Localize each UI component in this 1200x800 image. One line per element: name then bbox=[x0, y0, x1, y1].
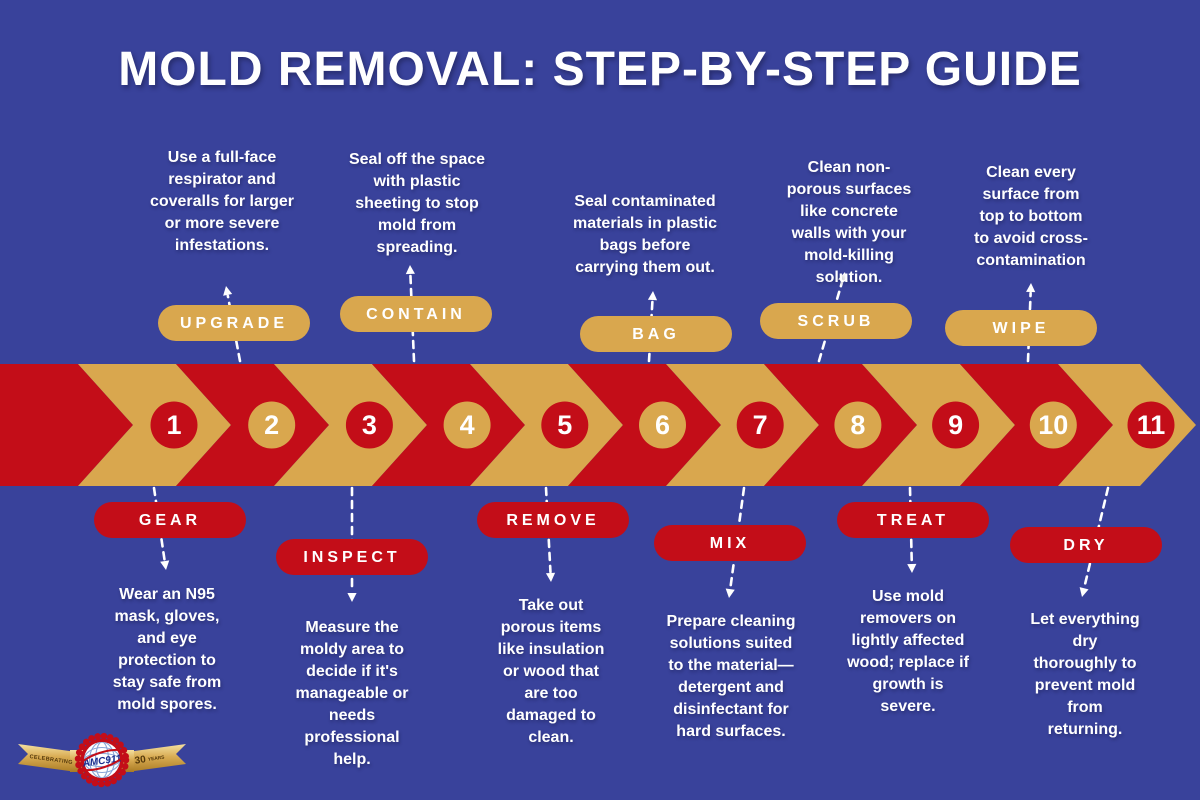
step-pill-label: GEAR bbox=[138, 512, 202, 529]
logo-ribbon-right bbox=[120, 744, 186, 773]
step-number-text: 9 bbox=[948, 410, 963, 440]
step-description-10: Clean every surface from top to bottom t… bbox=[974, 164, 1088, 269]
logo-30-text: 30 bbox=[134, 754, 147, 767]
step-number-text: 11 bbox=[1137, 410, 1166, 440]
arrowhead-icon bbox=[647, 291, 658, 301]
arrowhead-icon bbox=[1079, 587, 1089, 597]
step-description-8: Clean non-porous surfaces like concrete … bbox=[786, 159, 912, 286]
step-pill-wipe: WIPE bbox=[945, 310, 1097, 346]
step-number-text: 2 bbox=[264, 410, 279, 440]
brand-logo: CELEBRATING 30 YEARS AMC911 bbox=[14, 724, 190, 792]
step-pill-dry: DRY bbox=[1010, 527, 1162, 563]
logo-ribbon-left bbox=[18, 744, 84, 773]
step-pill-label: WIPE bbox=[992, 320, 1050, 337]
step-pill-upgrade: UPGRADE bbox=[158, 305, 310, 341]
arrowhead-icon bbox=[725, 588, 735, 598]
step-description-3: Measure the moldy area to decide if it's… bbox=[295, 619, 409, 768]
step-pill-label: REMOVE bbox=[506, 512, 600, 529]
arrowhead-icon bbox=[545, 572, 556, 582]
step-pill-scrub: SCRUB bbox=[760, 303, 912, 339]
step-number-badge-8 bbox=[834, 401, 882, 449]
step-pill-remove: REMOVE bbox=[477, 502, 629, 538]
arrowhead-icon bbox=[405, 265, 415, 275]
brand-logo-graphic: CELEBRATING 30 YEARS AMC911 bbox=[18, 732, 186, 788]
arrowhead-icon bbox=[1026, 283, 1036, 293]
logo-globe-lines bbox=[84, 742, 120, 778]
arrowhead-icon bbox=[160, 560, 170, 570]
step-description-7: Prepare cleaning solutions suited to the… bbox=[666, 613, 796, 740]
step-number-text: 10 bbox=[1038, 410, 1068, 440]
logo-years-group: 30 YEARS bbox=[134, 754, 166, 767]
step-pill-mix: MIX bbox=[654, 525, 806, 561]
step-number-badge-1 bbox=[150, 401, 198, 449]
step-number-text: 1 bbox=[166, 410, 181, 440]
step-pill-bag: BAG bbox=[580, 316, 732, 352]
logo-rosette-edge bbox=[74, 732, 130, 788]
step-number-badge-9 bbox=[932, 401, 980, 449]
logo-years-text: YEARS bbox=[148, 754, 166, 762]
step-number-badge-2 bbox=[248, 401, 296, 449]
page-title: MOLD REMOVAL: STEP-BY-STEP GUIDE bbox=[118, 43, 1082, 96]
step-number-text: 3 bbox=[362, 410, 377, 440]
chevron-shape-11 bbox=[1058, 364, 1196, 486]
step-pill-inspect: INSPECT bbox=[276, 539, 428, 575]
step-description-11: Let everything dry thoroughly to prevent… bbox=[1030, 611, 1140, 738]
step-number-text: 5 bbox=[557, 410, 572, 440]
step-number-badge-5 bbox=[541, 401, 589, 449]
step-pill-gear: GEAR bbox=[94, 502, 246, 538]
step-description-9: Use mold removers on lightly affected wo… bbox=[847, 588, 969, 715]
step-description-6: Seal contaminated materials in plastic b… bbox=[572, 193, 718, 276]
step-number-text: 6 bbox=[655, 410, 670, 440]
step-number-text: 4 bbox=[460, 410, 475, 440]
step-pill-label: SCRUB bbox=[797, 313, 875, 330]
step-pill-label: CONTAIN bbox=[366, 306, 466, 323]
step-number-badge-10 bbox=[1029, 401, 1077, 449]
step-number-badge-4 bbox=[443, 401, 491, 449]
step-number-badge-3 bbox=[345, 401, 393, 449]
step-number-badge-6 bbox=[639, 401, 686, 449]
step-pill-label: MIX bbox=[709, 535, 751, 552]
step-pill-label: INSPECT bbox=[303, 549, 401, 566]
arrowhead-icon bbox=[907, 563, 917, 573]
step-description-4: Seal off the space with plastic sheeting… bbox=[348, 151, 486, 256]
logo-orbit-swoosh bbox=[78, 748, 126, 772]
step-description-2: Use a full-face respirator and coveralls… bbox=[149, 149, 295, 254]
step-number-badge-11 bbox=[1127, 401, 1175, 449]
step-pill-contain: CONTAIN bbox=[340, 296, 492, 332]
step-description-5: Take out porous items like insulation or… bbox=[497, 597, 605, 746]
step-number-text: 7 bbox=[753, 410, 768, 440]
step-pill-label: DRY bbox=[1063, 537, 1109, 554]
chevron-timeline: 1 2 3 4 5 6 7 8 9 10 11 bbox=[0, 364, 1196, 486]
step-pill-label: UPGRADE bbox=[179, 315, 288, 332]
step-number-badge-7 bbox=[736, 401, 784, 449]
step-description-1: Wear an N95 mask, gloves, and eye protec… bbox=[112, 586, 222, 713]
chevron-lead-shape bbox=[0, 364, 133, 486]
step-number-text: 8 bbox=[850, 410, 865, 440]
arrowhead-icon bbox=[347, 593, 357, 602]
step-pill-label: TREAT bbox=[876, 512, 950, 529]
step-pill-treat: TREAT bbox=[837, 502, 989, 538]
step-pill-label: BAG bbox=[632, 326, 680, 343]
arrowhead-icon bbox=[223, 286, 233, 296]
